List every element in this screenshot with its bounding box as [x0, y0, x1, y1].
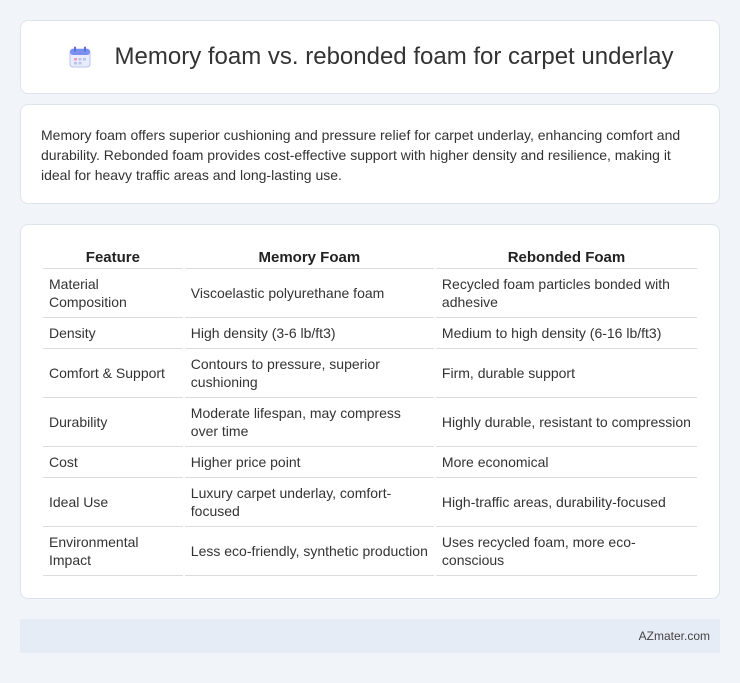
table-header-row: Feature Memory Foam Rebonded Foam [43, 245, 697, 269]
table-row: Material Composition Viscoelastic polyur… [43, 269, 697, 318]
intro-card: Memory foam offers superior cushioning a… [20, 104, 720, 204]
header-rebonded-foam: Rebonded Foam [435, 245, 697, 269]
cell-memory-foam: Contours to pressure, superior cushionin… [184, 349, 434, 398]
table-row: Environmental Impact Less eco-friendly, … [43, 527, 697, 576]
table-row: Density High density (3-6 lb/ft3) Medium… [43, 318, 697, 349]
cell-feature: Density [43, 318, 183, 349]
cell-rebonded-foam: Firm, durable support [435, 349, 697, 398]
table-row: Comfort & Support Contours to pressure, … [43, 349, 697, 398]
header-card: Memory foam vs. rebonded foam for carpet… [20, 20, 720, 94]
cell-memory-foam: Moderate lifespan, may compress over tim… [184, 398, 434, 447]
cell-rebonded-foam: Highly durable, resistant to compression [435, 398, 697, 447]
cell-rebonded-foam: Medium to high density (6-16 lb/ft3) [435, 318, 697, 349]
page-title: Memory foam vs. rebonded foam for carpet… [114, 43, 674, 70]
cell-feature: Cost [43, 447, 183, 478]
table-row: Cost Higher price point More economical [43, 447, 697, 478]
cell-memory-foam: Higher price point [184, 447, 434, 478]
cell-memory-foam: Less eco-friendly, synthetic production [184, 527, 434, 576]
comparison-table: Feature Memory Foam Rebonded Foam Materi… [41, 245, 699, 576]
table-row: Ideal Use Luxury carpet underlay, comfor… [43, 478, 697, 527]
footer-bar: AZmater.com [20, 619, 720, 653]
cell-rebonded-foam: Uses recycled foam, more eco-conscious [435, 527, 697, 576]
cell-feature: Ideal Use [43, 478, 183, 527]
header-memory-foam: Memory Foam [184, 245, 434, 269]
cell-rebonded-foam: High-traffic areas, durability-focused [435, 478, 697, 527]
header-feature: Feature [43, 245, 183, 269]
cell-feature: Environmental Impact [43, 527, 183, 576]
comparison-table-card: Feature Memory Foam Rebonded Foam Materi… [20, 224, 720, 599]
intro-text: Memory foam offers superior cushioning a… [41, 127, 681, 183]
cell-feature: Comfort & Support [43, 349, 183, 398]
cell-rebonded-foam: More economical [435, 447, 697, 478]
cell-feature: Material Composition [43, 269, 183, 318]
cell-rebonded-foam: Recycled foam particles bonded with adhe… [435, 269, 697, 318]
cell-memory-foam: High density (3-6 lb/ft3) [184, 318, 434, 349]
cell-memory-foam: Luxury carpet underlay, comfort-focused [184, 478, 434, 527]
table-row: Durability Moderate lifespan, may compre… [43, 398, 697, 447]
cell-feature: Durability [43, 398, 183, 447]
calendar-icon [67, 44, 93, 70]
footer-brand[interactable]: AZmater.com [638, 629, 710, 643]
cell-memory-foam: Viscoelastic polyurethane foam [184, 269, 434, 318]
